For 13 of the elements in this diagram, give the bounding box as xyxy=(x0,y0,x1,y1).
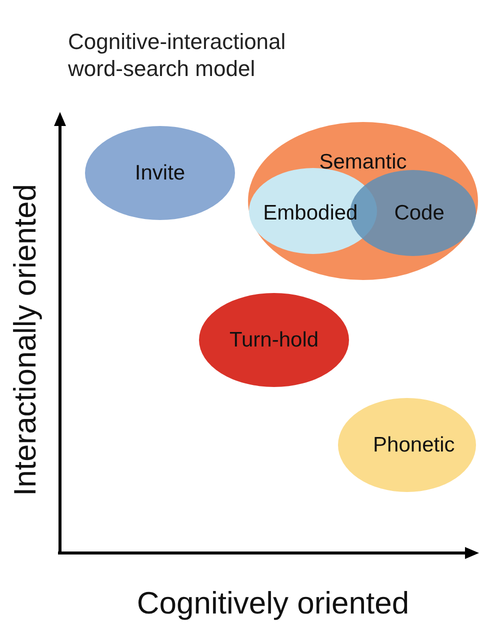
node-label: Embodied xyxy=(263,202,358,224)
axis-title: Interactionally oriented xyxy=(10,184,40,496)
ellipse-node xyxy=(248,122,478,280)
ellipse-node xyxy=(338,398,476,492)
title: Cognitive-interactional word-search model xyxy=(68,28,287,82)
ellipse-node xyxy=(199,293,349,387)
node-label: Semantic xyxy=(319,151,407,172)
node-label: Invite xyxy=(134,162,186,184)
ellipse-node xyxy=(85,126,235,220)
axis-title: Cognitively oriented xyxy=(136,588,410,618)
node-label: Code xyxy=(394,202,444,224)
node-label: Turn-hold xyxy=(229,330,319,350)
node-label: Phonetic xyxy=(373,434,455,456)
